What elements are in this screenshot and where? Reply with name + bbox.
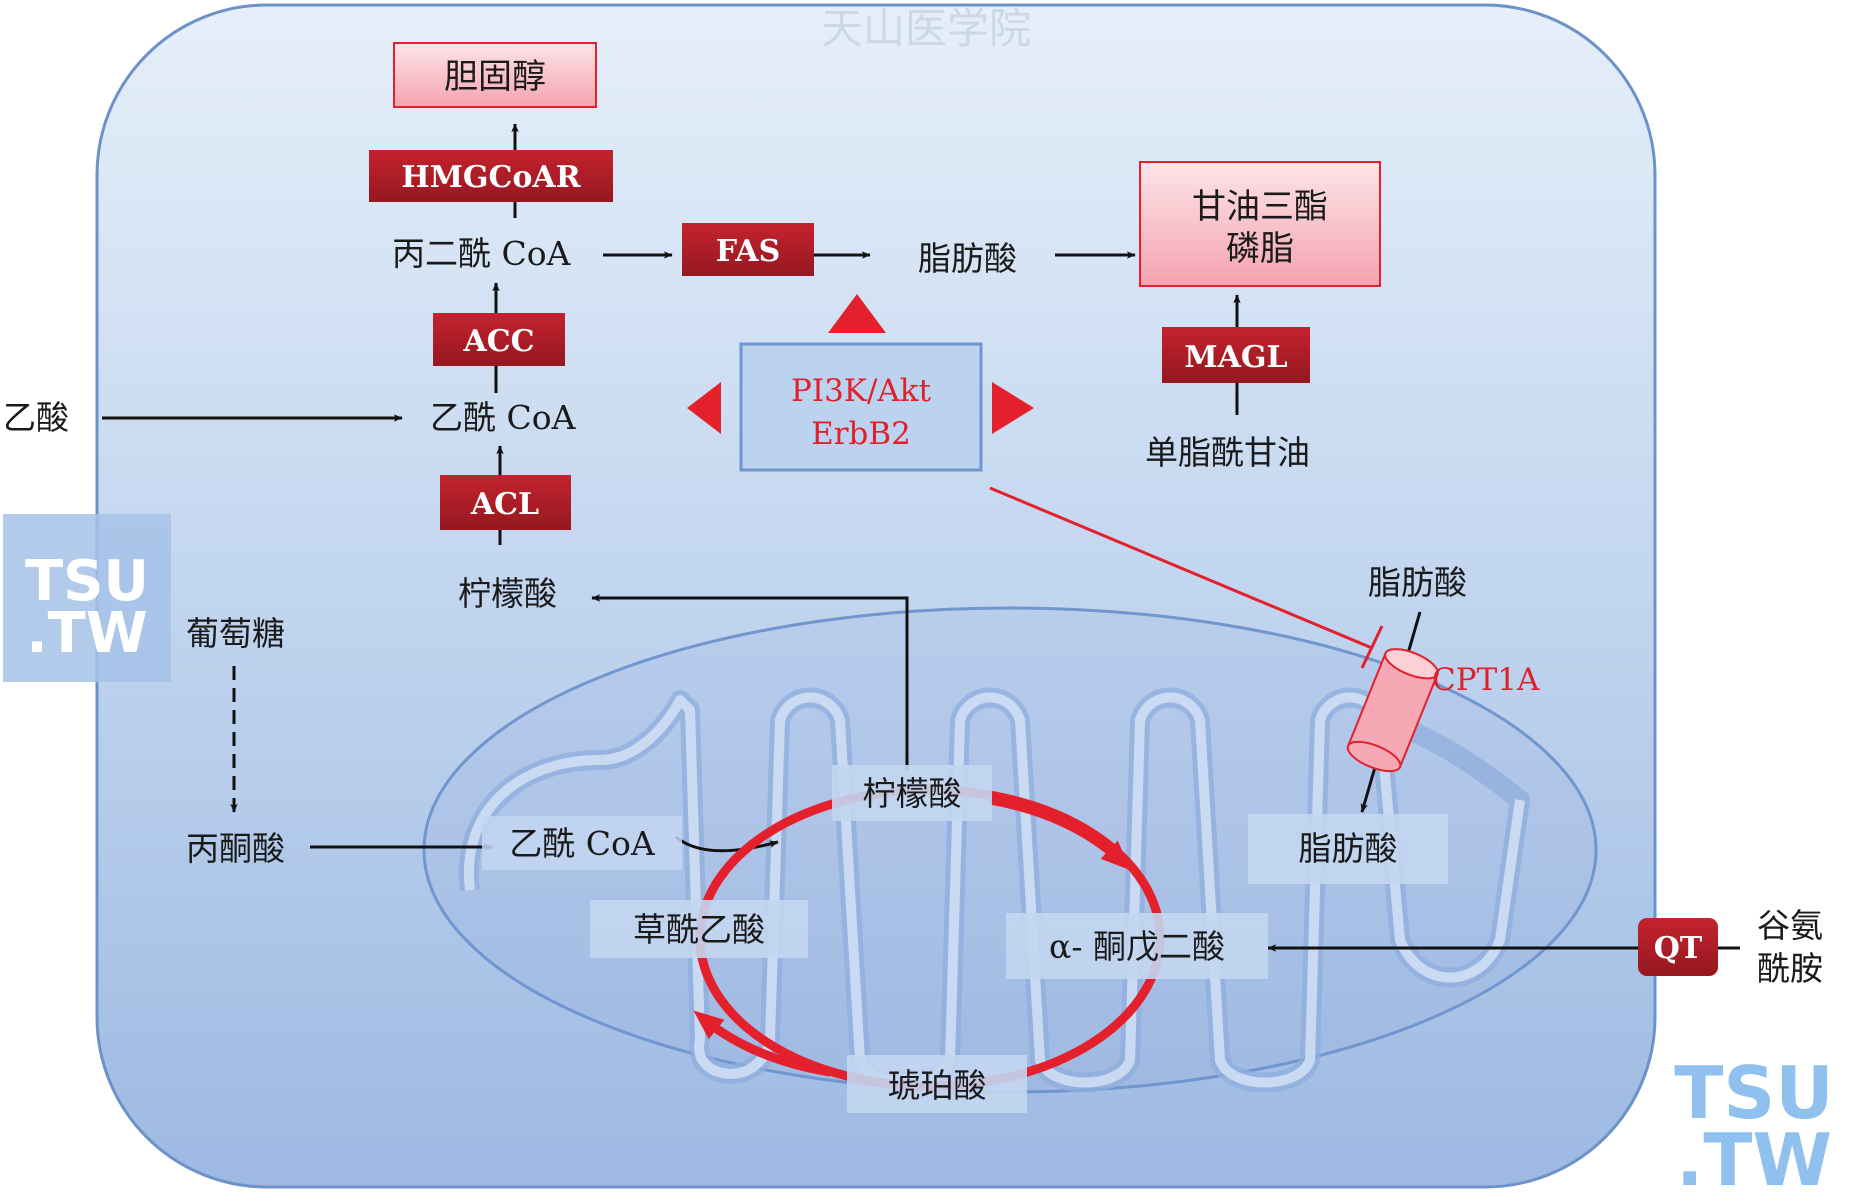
signal-arrow-left	[687, 382, 721, 434]
label-monoacylglycerol: 单脂酰甘油	[1145, 433, 1310, 472]
svg-text:TSU: TSU	[1674, 1051, 1833, 1135]
svg-text:草酰乙酸: 草酰乙酸	[633, 910, 765, 949]
svg-text:胆固醇: 胆固醇	[444, 57, 546, 97]
enzyme-fas[interactable]: FAS	[682, 223, 814, 276]
enzyme-acc[interactable]: ACC	[433, 313, 565, 366]
svg-text:α- 酮戊二酸: α- 酮戊二酸	[1049, 927, 1225, 966]
mitochondrion	[422, 606, 1598, 1094]
label-glucose: 葡萄糖	[186, 614, 285, 653]
mito-succinate: 琥珀酸	[847, 1055, 1027, 1113]
svg-text:乙酰 CoA: 乙酰 CoA	[509, 824, 656, 863]
svg-text:磷脂: 磷脂	[1226, 229, 1294, 269]
svg-text:脂肪酸: 脂肪酸	[1299, 829, 1398, 868]
inhibition-line	[989, 486, 1384, 669]
svg-text:甘油三酯: 甘油三酯	[1192, 187, 1328, 227]
mito-acetyl-coa: 乙酰 CoA	[482, 816, 682, 870]
svg-text:TSU: TSU	[25, 549, 149, 614]
watermark-logo-right: TSU .TW	[1674, 1051, 1833, 1200]
label-pyruvate: 丙酮酸	[186, 829, 285, 868]
cpt1a-label: CPT1A	[1432, 662, 1540, 698]
svg-text:MAGL: MAGL	[1184, 340, 1287, 375]
watermark-logo-left: TSU .TW	[3, 514, 171, 682]
cpt1a-transporter[interactable]	[1344, 643, 1442, 777]
mito-alpha-ketoglutarate: α- 酮戊二酸	[1006, 913, 1268, 979]
svg-text:QT: QT	[1654, 931, 1703, 966]
svg-text:ACL: ACL	[470, 487, 539, 522]
svg-text:ErbB2: ErbB2	[811, 416, 911, 452]
mito-citrate: 柠檬酸	[832, 765, 992, 821]
triglyceride-phospholipid-box[interactable]: 甘油三酯 磷脂	[1139, 161, 1381, 287]
label-glutamine-line2: 酰胺	[1757, 949, 1823, 988]
mito-fatty-acid: 脂肪酸	[1248, 814, 1448, 884]
signal-box[interactable]: PI3K/Akt ErbB2	[739, 342, 983, 472]
label-malonyl-coa: 丙二酰 CoA	[392, 234, 572, 273]
svg-text:琥珀酸: 琥珀酸	[888, 1066, 987, 1105]
mito-oxaloacetate: 草酰乙酸	[590, 900, 808, 958]
label-fatty-acid-outer: 脂肪酸	[1368, 563, 1467, 602]
signal-arrow-up	[828, 294, 886, 333]
cholesterol-box[interactable]: 胆固醇	[393, 42, 597, 108]
label-citrate: 柠檬酸	[458, 574, 557, 613]
svg-text:.TW: .TW	[26, 601, 147, 666]
enzyme-qt[interactable]: QT	[1638, 918, 1718, 976]
label-acetyl-coa: 乙酰 CoA	[430, 398, 577, 437]
svg-text:ACC: ACC	[462, 324, 534, 359]
svg-text:PI3K/Akt: PI3K/Akt	[791, 373, 932, 409]
svg-text:柠檬酸: 柠檬酸	[863, 774, 962, 813]
label-glutamine-line1: 谷氨	[1757, 906, 1823, 945]
label-acetic-acid: 乙酸	[3, 398, 69, 437]
svg-text:.TW: .TW	[1676, 1118, 1832, 1200]
enzyme-acl[interactable]: ACL	[440, 475, 571, 530]
label-fatty-acid: 脂肪酸	[918, 239, 1017, 278]
signal-arrow-right	[992, 382, 1034, 434]
enzyme-hmgcoar[interactable]: HMGCoAR	[369, 150, 613, 202]
enzyme-magl[interactable]: MAGL	[1162, 327, 1310, 383]
svg-text:HMGCoAR: HMGCoAR	[401, 160, 581, 195]
svg-text:FAS: FAS	[716, 234, 780, 269]
watermark-text: 天山医学院	[821, 4, 1031, 53]
